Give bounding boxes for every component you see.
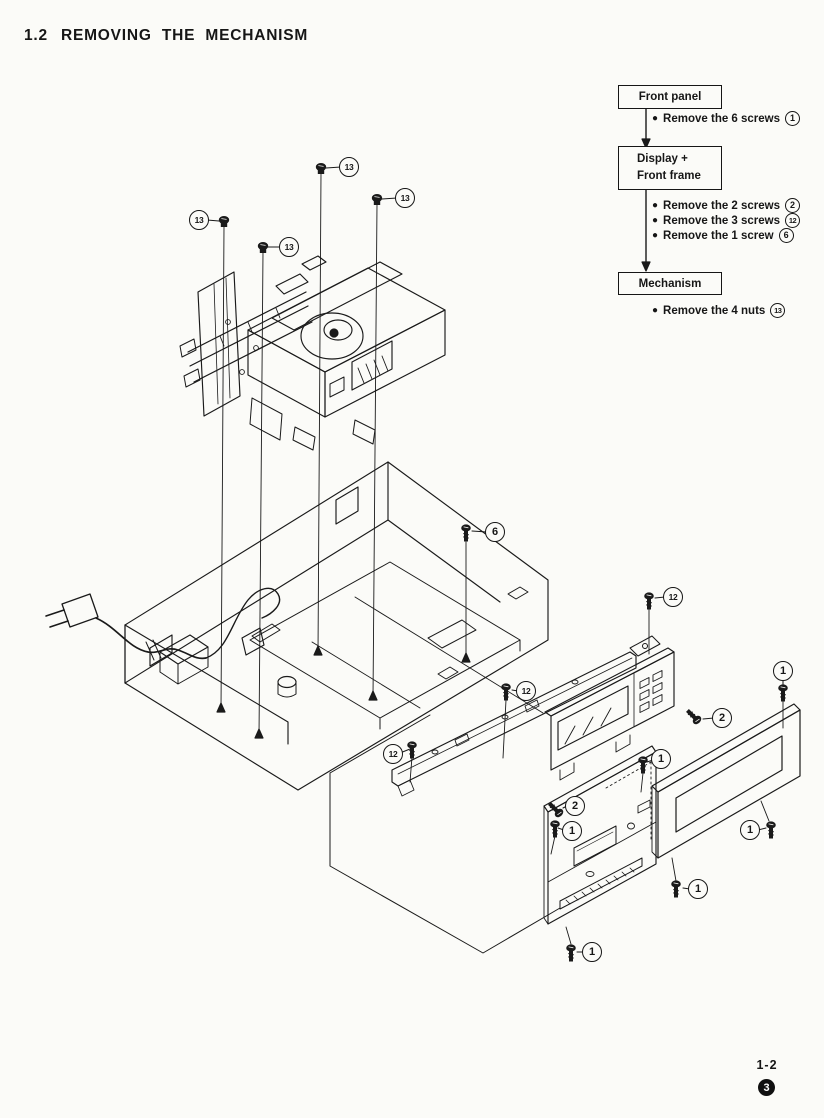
flow-step-remove-screw-6: ● Remove the 1 screw 6 [652, 228, 794, 243]
flow-box-display-label-line1: Display + [637, 152, 688, 165]
bullet-icon: ● [652, 112, 659, 124]
circled-ref-2: 2 [785, 198, 801, 213]
nuts-layer [218, 162, 383, 254]
front-panel-drawing [543, 745, 657, 925]
flow-step-text: Remove the 6 screws [663, 112, 781, 125]
page-number: 1-2 [756, 1058, 778, 1072]
power-cord-drawing [45, 587, 281, 661]
flow-box-front-panel-label: Front panel [638, 91, 702, 103]
bullet-icon: ● [652, 199, 659, 211]
front-frame-drawing [605, 703, 801, 859]
flow-step-remove-nuts-13: ● Remove the 4 nuts 13 [652, 303, 786, 318]
flow-step-text: Remove the 3 screws [663, 214, 781, 227]
flow-step-remove-screws-2: ● Remove the 2 screws 2 [652, 198, 801, 213]
flow-box-mechanism: Mechanism [618, 272, 722, 295]
bullet-icon: ● [652, 229, 659, 241]
flow-step-text: Remove the 4 nuts [663, 304, 766, 317]
flow-box-display-label-line2: Front frame [637, 170, 701, 182]
display-assembly-drawing [391, 647, 675, 797]
circled-ref-12: 12 [785, 213, 801, 228]
flow-step-remove-screws-12: ● Remove the 3 screws 12 [652, 213, 801, 228]
flow-step-remove-screws-1: ● Remove the 6 screws 1 [652, 111, 801, 126]
section-title: 1.2 REMOVING THE MECHANISM [24, 27, 308, 45]
flow-box-display-front-frame: Display + Front frame [618, 146, 722, 190]
circled-ref-6: 6 [778, 228, 794, 243]
circled-ref-1: 1 [785, 111, 801, 126]
chassis-drawing [124, 461, 661, 954]
bullet-icon: ● [652, 214, 659, 226]
flow-box-mechanism-label: Mechanism [638, 277, 702, 290]
section-number: 1.2 [24, 27, 48, 44]
alignment-lines [220, 172, 784, 945]
page-badge: 3 [758, 1079, 775, 1096]
flow-box-front-panel: Front panel [618, 85, 722, 109]
mechanism-drawing [179, 255, 446, 451]
circled-ref-13: 13 [770, 303, 786, 318]
section-title-text: REMOVING THE MECHANISM [60, 27, 309, 44]
flow-step-text: Remove the 1 screw [663, 229, 774, 242]
bullet-icon: ● [652, 304, 659, 316]
flow-arrows [641, 108, 651, 272]
flow-step-text: Remove the 2 screws [663, 199, 781, 212]
